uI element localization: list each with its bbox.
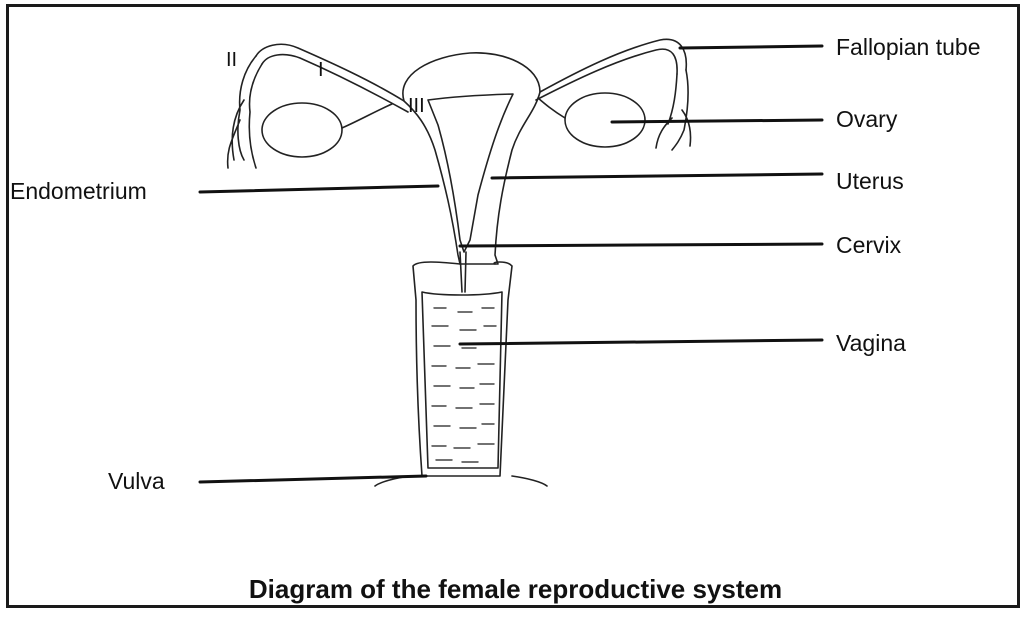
vagina-inner [422, 292, 502, 468]
right-fimbriae [656, 70, 691, 150]
fallopian-tube-leader [680, 46, 822, 48]
label-vulva: Vulva [108, 470, 165, 493]
diagram-title: Diagram of the female reproductive syste… [0, 574, 1031, 605]
label-vagina: Vagina [836, 332, 906, 355]
cervix-leader [460, 244, 822, 246]
label-cervix: Cervix [836, 234, 901, 257]
vaginal-rugae [432, 308, 496, 462]
marker-two: II [226, 49, 237, 71]
label-endometrium: Endometrium [10, 180, 147, 203]
label-ovary: Ovary [836, 108, 897, 131]
left-fimbriae [228, 56, 262, 168]
marker-three: III [408, 95, 425, 117]
left-tube [256, 44, 408, 112]
label-uterus: Uterus [836, 170, 904, 193]
right-tube [536, 39, 686, 100]
right-ovary-ligament [538, 98, 565, 118]
left-ovary-ligament [342, 104, 392, 128]
label-fallopian-tube: Fallopian tube [836, 36, 981, 59]
ovary-leader [612, 120, 822, 122]
endometrium-leader [200, 186, 438, 192]
cervical-canal [460, 252, 466, 292]
right-ovary [565, 93, 645, 147]
uterus-leader [492, 174, 822, 178]
left-ovary [262, 103, 342, 157]
marker-one: I [318, 59, 324, 81]
vagina-leader [460, 340, 822, 344]
